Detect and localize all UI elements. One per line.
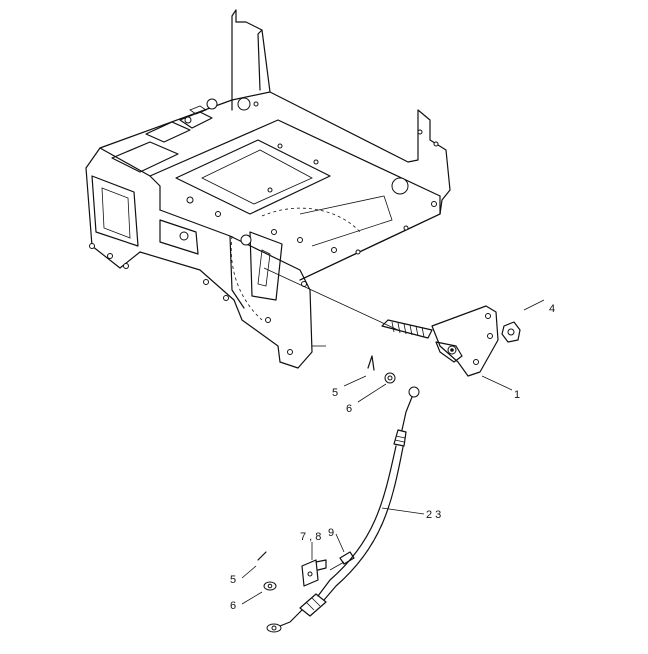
callout-1: 1 [514,389,520,401]
brake-cable [266,386,420,633]
callout-5-upper: 5 [332,387,338,399]
callout-23: 2 3 [426,509,441,521]
callout-9: 9 [328,527,334,539]
leader-lines [241,299,545,605]
callout-6-upper: 6 [346,403,352,415]
washer-lower [263,581,277,591]
cotter-pin-lower [257,551,267,561]
assembly-leader [263,267,399,331]
cable-bracket [301,559,327,587]
chassis-frame [85,9,451,369]
washer-upper [384,372,396,384]
cotter-pin-upper [367,355,375,371]
callout-5-lower: 5 [230,574,236,586]
callout-6-lower: 6 [230,600,236,612]
chassis-holes [89,97,439,355]
callout-4: 4 [549,303,555,315]
callout-7-8: 7 , 8 [300,531,321,543]
bolt-9 [329,551,355,571]
brake-lever-assembly [381,305,521,377]
